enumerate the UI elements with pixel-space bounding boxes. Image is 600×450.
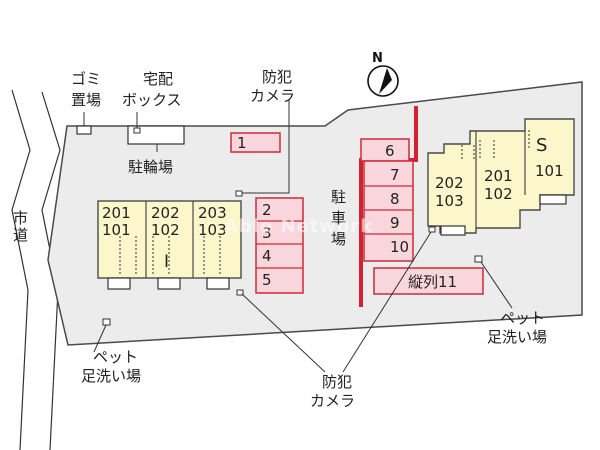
pet-wash-left-label-1: ペット bbox=[93, 348, 138, 366]
parking-space-tandem-label: 縦列11 bbox=[408, 273, 457, 291]
unit-s-upper-2: 201 bbox=[484, 167, 513, 185]
unit-i-lower-1: 101 bbox=[102, 221, 131, 239]
camera-bottom-right bbox=[428, 226, 436, 233]
parking-space-6-label: 6 bbox=[385, 142, 395, 160]
unit-s-upper-1: 202 bbox=[435, 174, 464, 192]
parking-space-5-label: 5 bbox=[262, 271, 272, 289]
unit-s-lower-2: 102 bbox=[484, 185, 513, 203]
parking-space-1 bbox=[230, 132, 281, 153]
parking-label-3: 場 bbox=[331, 230, 346, 248]
delivery-label-2: ボックス bbox=[122, 91, 182, 109]
unit-i-upper-1: 201 bbox=[102, 204, 131, 222]
building-i-name: I bbox=[164, 252, 169, 272]
camera-bottom-label-1: 防犯 bbox=[322, 373, 352, 391]
parking-space-10-label: 10 bbox=[390, 238, 409, 256]
camera-bottom-label-2: カメラ bbox=[310, 392, 355, 410]
parking-space-2-label: 2 bbox=[262, 201, 272, 219]
delivery-box bbox=[127, 125, 185, 145]
delivery-label-1: 宅配 bbox=[143, 70, 173, 88]
road-label: 市道 bbox=[11, 210, 29, 244]
garbage-label-2: 置場 bbox=[71, 91, 101, 109]
unit-i-lower-2: 102 bbox=[151, 221, 180, 239]
road-edge-left bbox=[11, 89, 31, 450]
garbage-label-1: ゴミ bbox=[71, 70, 101, 88]
pet-wash-left bbox=[102, 318, 111, 326]
unit-s-lower-1: 103 bbox=[435, 192, 464, 210]
parking-label-1: 駐 bbox=[331, 188, 346, 206]
parking-space-8-label: 8 bbox=[390, 190, 400, 208]
building-s-name: S bbox=[536, 135, 547, 156]
north-label: N bbox=[372, 51, 383, 66]
building-s bbox=[427, 118, 575, 236]
parking-space-3-label: 3 bbox=[262, 224, 272, 242]
parking-right-column bbox=[360, 138, 414, 262]
pet-wash-left-label-2: 足洗い場 bbox=[81, 367, 141, 385]
camera-top bbox=[235, 190, 243, 197]
garbage-area bbox=[76, 125, 92, 135]
camera-bottom-left bbox=[236, 289, 244, 296]
pet-wash-right bbox=[474, 255, 483, 263]
camera-top-label-1: 防犯 bbox=[262, 68, 292, 86]
parking-left-column bbox=[255, 197, 304, 294]
parking-space-9-label: 9 bbox=[390, 214, 400, 232]
parking-space-tandem bbox=[373, 267, 484, 295]
pet-wash-right-label-1: ペット bbox=[500, 309, 545, 327]
watermark: Able Network bbox=[224, 216, 373, 237]
parking-space-7-label: 7 bbox=[390, 166, 400, 184]
unit-s-lower-3: 101 bbox=[535, 162, 564, 180]
parking-space-1-label: 1 bbox=[237, 134, 247, 152]
parking-space-4-label: 4 bbox=[262, 247, 272, 265]
bicycle-parking-label: 駐輪場 bbox=[128, 158, 173, 176]
unit-i-upper-3: 203 bbox=[198, 204, 227, 222]
road-edge-right bbox=[41, 91, 61, 450]
parking-label-2: 車 bbox=[331, 209, 346, 227]
unit-i-upper-2: 202 bbox=[151, 204, 180, 222]
building-i bbox=[97, 200, 242, 290]
pet-wash-right-label-2: 足洗い場 bbox=[487, 328, 547, 346]
camera-top-label-2: カメラ bbox=[250, 87, 295, 105]
unit-i-lower-3: 103 bbox=[198, 221, 227, 239]
north-arrow-icon: N bbox=[367, 51, 399, 97]
